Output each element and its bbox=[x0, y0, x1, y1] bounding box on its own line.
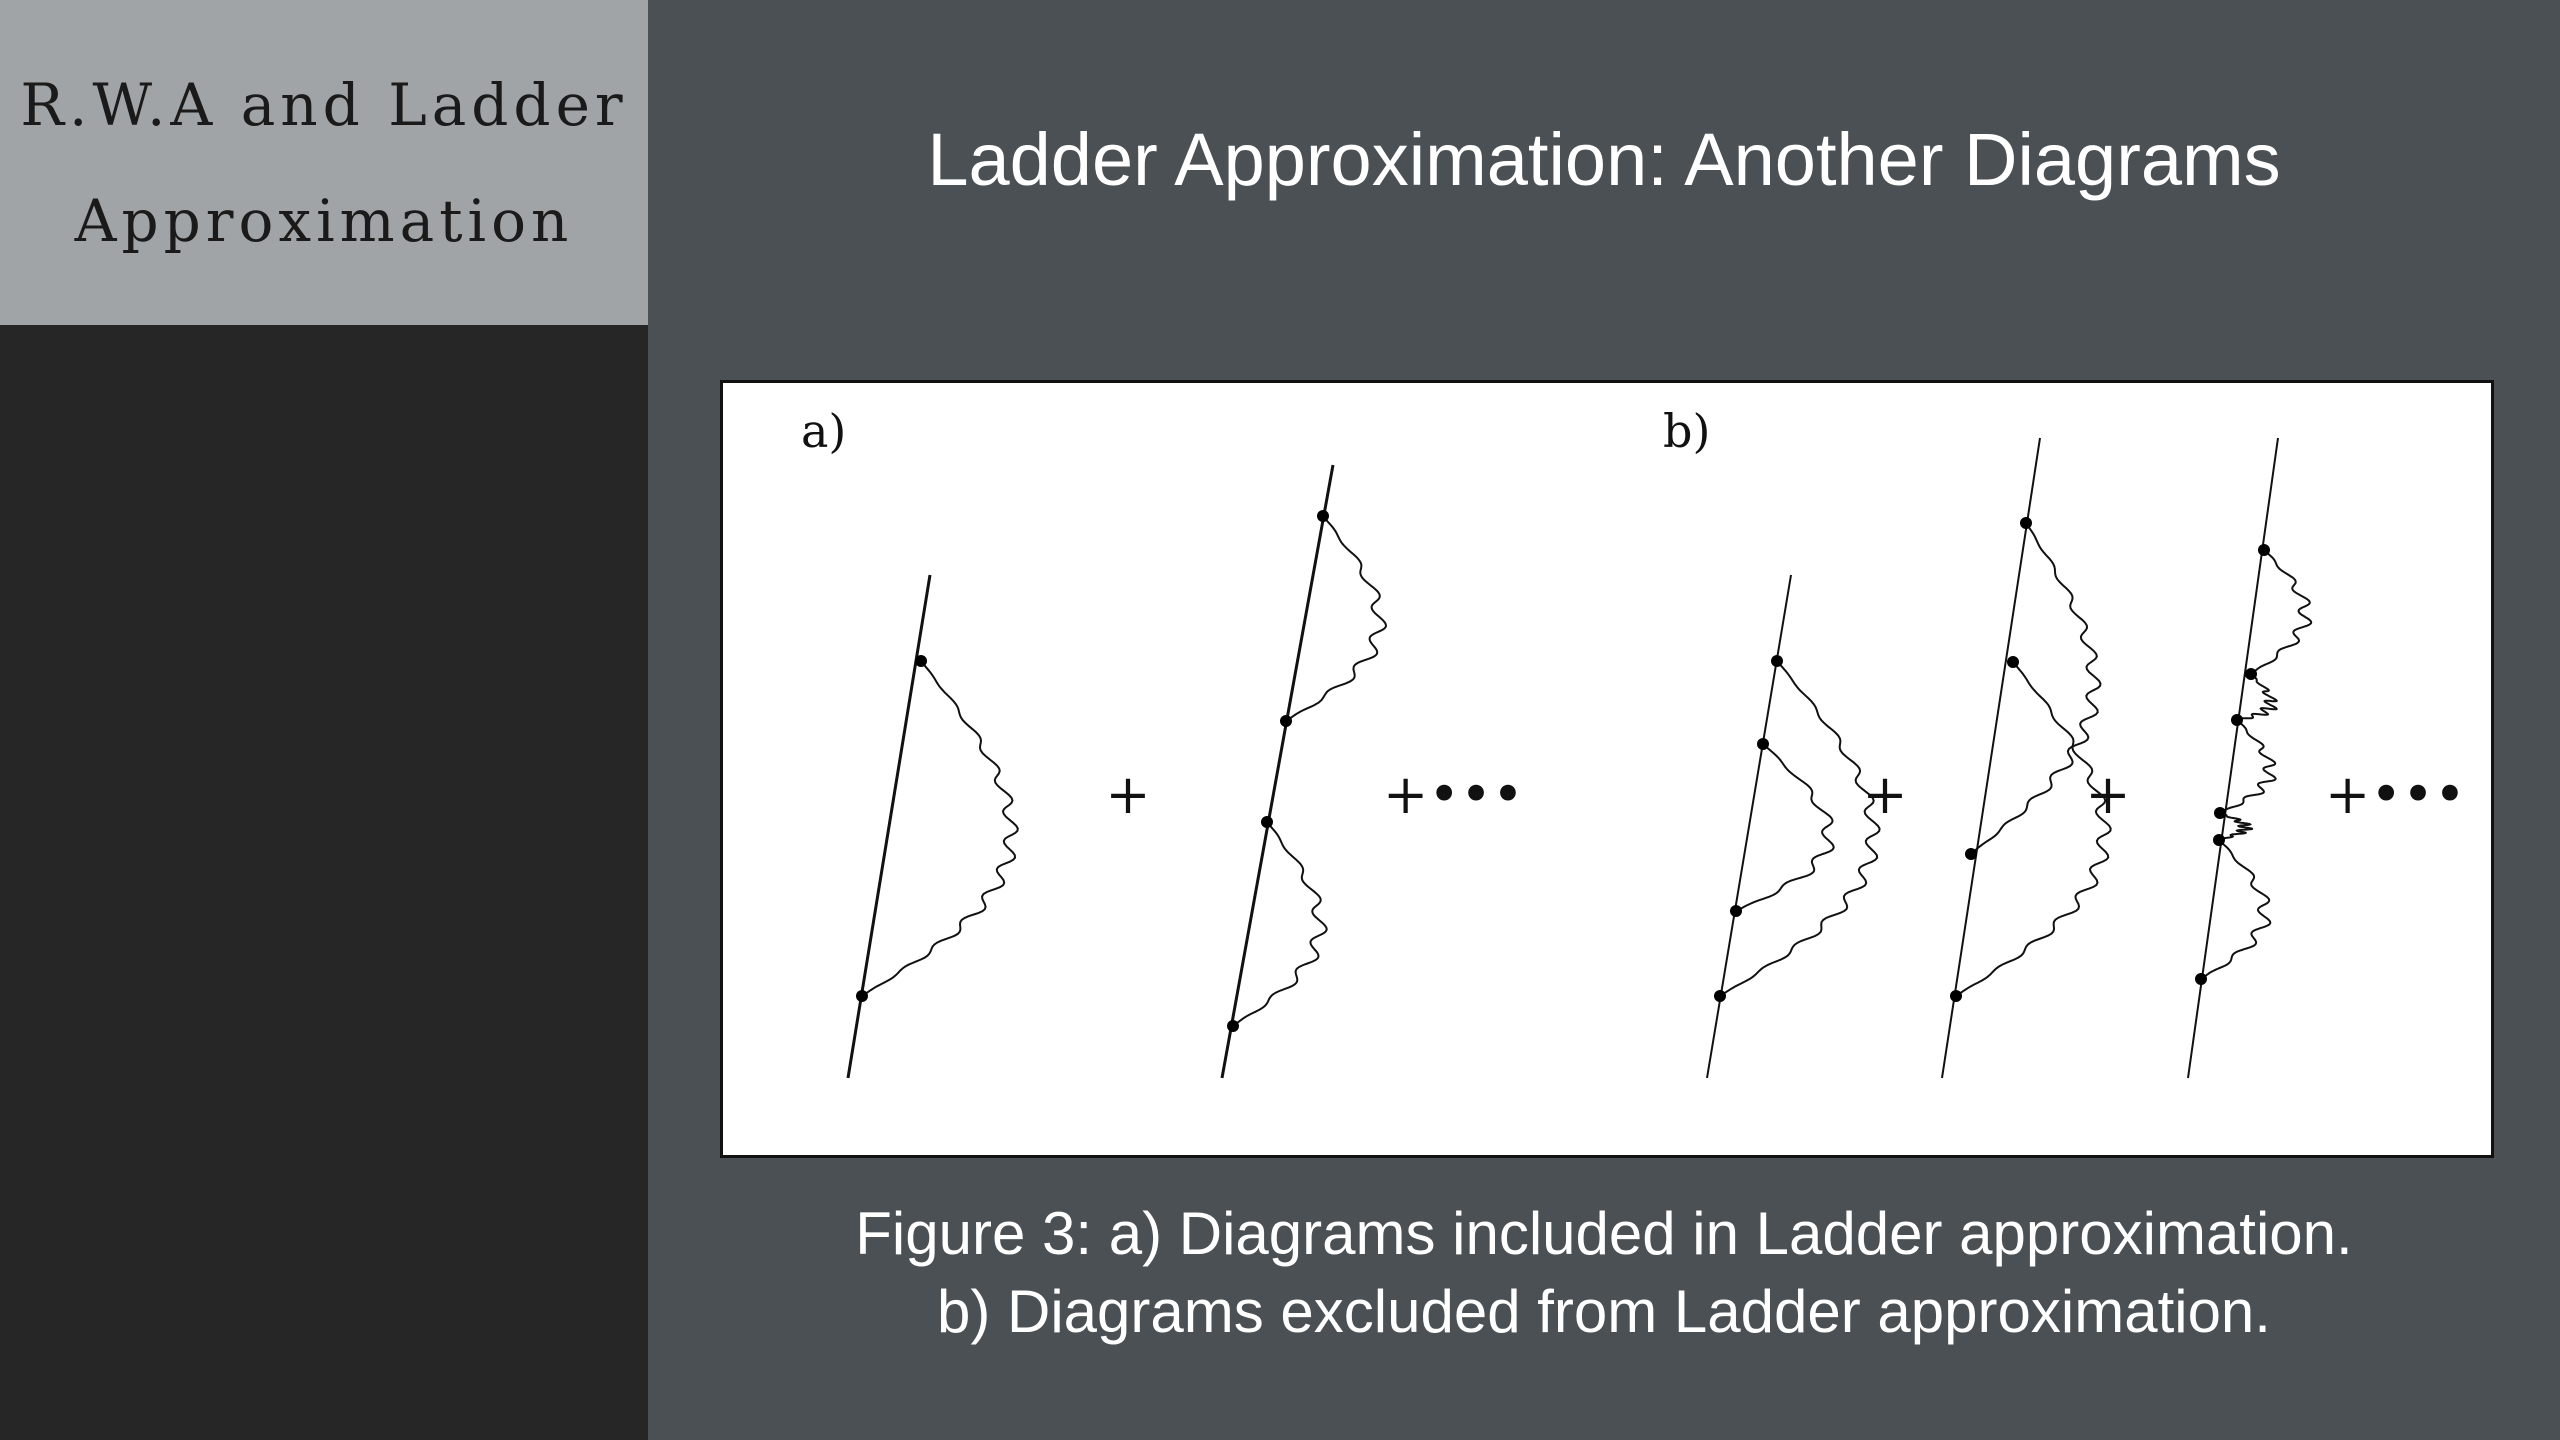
panel-label-a: a) bbox=[801, 404, 846, 458]
vertex-dot bbox=[1317, 510, 1329, 522]
photon-propagator bbox=[1955, 661, 2112, 997]
vertex-dot bbox=[2231, 714, 2243, 726]
vertex-dot bbox=[1757, 738, 1769, 750]
vertex-dot bbox=[1965, 848, 1977, 860]
feynman-diagrams: a) b) + +••• + + +••• bbox=[801, 404, 2466, 1079]
photon-propagator bbox=[1285, 515, 1388, 722]
photon-propagator bbox=[1232, 821, 1328, 1027]
plus-ellipsis-a: +••• bbox=[1383, 763, 1524, 826]
photon-propagator bbox=[1719, 660, 1881, 997]
photon-propagator bbox=[2219, 719, 2277, 814]
caption-line-1: Figure 3: a) Diagrams included in Ladder… bbox=[855, 1200, 2353, 1267]
photon-propagator bbox=[2236, 673, 2278, 721]
photon-propagator bbox=[861, 660, 1019, 997]
vertex-dot bbox=[1227, 1020, 1239, 1032]
vertex-dot bbox=[1771, 655, 1783, 667]
vertex-dot bbox=[856, 990, 868, 1002]
plus-ellipsis-b: +••• bbox=[2325, 763, 2466, 826]
vertex-dot bbox=[915, 655, 927, 667]
panel-label-b: b) bbox=[1663, 404, 1710, 458]
plus-sign-b2: + bbox=[2085, 763, 2130, 826]
vertex-dot bbox=[2007, 656, 2019, 668]
vertex-dot bbox=[2195, 973, 2207, 985]
vertex-dot bbox=[2258, 544, 2270, 556]
feynman-diagram-figure: a) b) + +••• + + +••• bbox=[720, 380, 2494, 1158]
photon-propagator bbox=[1970, 522, 2102, 855]
diagram-group bbox=[846, 437, 2313, 1079]
slide-title: Ladder Approximation: Another Diagrams bbox=[927, 118, 2281, 201]
vertex-dot bbox=[2245, 668, 2257, 680]
section-heading-box[interactable]: R.W.A and Ladder Approximation bbox=[0, 0, 648, 325]
fermion-line bbox=[1706, 574, 1792, 1079]
photon-propagator bbox=[1735, 743, 1835, 912]
section-heading-line-2: Approximation bbox=[74, 186, 574, 255]
photon-propagator bbox=[2250, 549, 2313, 675]
section-heading-line-1: R.W.A and Ladder bbox=[20, 70, 628, 139]
vertex-dot bbox=[2213, 834, 2225, 846]
vertex-dot bbox=[1714, 990, 1726, 1002]
plus-sign-a1: + bbox=[1105, 763, 1150, 826]
sidebar: R.W.A and Ladder Approximation bbox=[0, 0, 648, 1440]
photon-propagator bbox=[2218, 812, 2254, 841]
fermion-line bbox=[1220, 464, 1335, 1079]
fermion-line bbox=[1941, 437, 2041, 1079]
caption-line-2: b) Diagrams excluded from Ladder approxi… bbox=[937, 1278, 2271, 1345]
vertex-dot bbox=[1280, 715, 1292, 727]
photon-propagator bbox=[2200, 839, 2272, 980]
vertex-dot bbox=[2214, 807, 2226, 819]
figure-caption: Figure 3: a) Diagrams included in Ladder… bbox=[648, 1195, 2560, 1351]
vertex-dot bbox=[1730, 905, 1742, 917]
vertex-dot bbox=[1950, 990, 1962, 1002]
vertex-dot bbox=[1261, 816, 1273, 828]
vertex-dot bbox=[2020, 517, 2032, 529]
slide-content: Ladder Approximation: Another Diagrams a… bbox=[648, 0, 2560, 1440]
fermion-line bbox=[846, 574, 932, 1079]
